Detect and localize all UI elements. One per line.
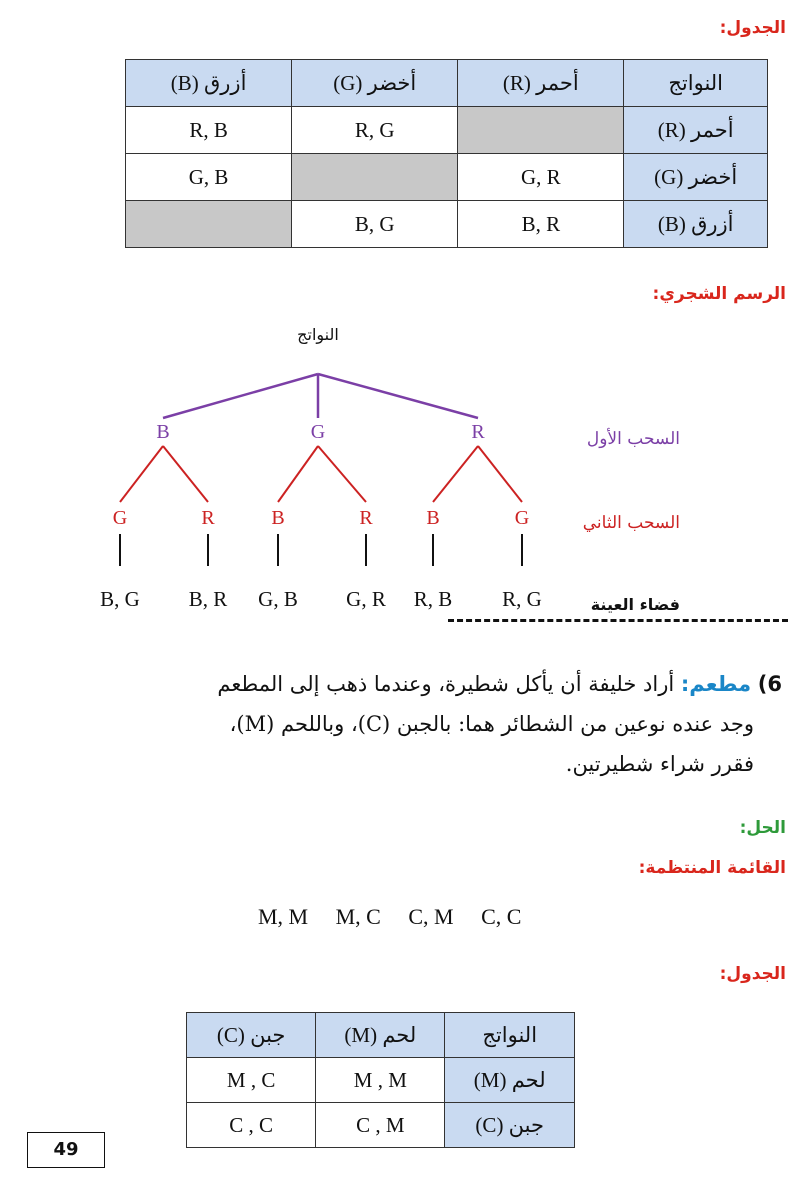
- table-heading: الجدول:: [719, 18, 786, 38]
- row-label: جبن (C): [444, 1102, 575, 1148]
- tree-outcome: G, B: [258, 587, 298, 611]
- table-row: أحمر (R) R, G R, B: [124, 106, 768, 154]
- tree-outcome: B, R: [189, 587, 228, 611]
- row-label: لحم (M): [444, 1057, 575, 1103]
- table-cell: M , M: [315, 1057, 446, 1103]
- list-item: M, M: [258, 904, 309, 929]
- empty-cell: [124, 200, 293, 248]
- tree-edge-level1: [162, 372, 319, 420]
- header-cell: أزرق (B): [124, 59, 293, 107]
- tree-edge-level2: [162, 445, 209, 503]
- problem-statement: 6) مطعم: أراد خليفة أن يأكل شطيرة، وعندم…: [22, 664, 782, 784]
- tree-node-level1: B: [156, 421, 169, 443]
- header-cell: لحم (M): [315, 1012, 446, 1058]
- tree-edge-level2: [119, 445, 164, 503]
- tree-outcome: B, G: [100, 587, 140, 611]
- empty-cell: [457, 106, 625, 154]
- tree-node-level2: B: [426, 507, 439, 529]
- table-cell: R, G: [291, 106, 459, 154]
- solution-heading: الحل:: [739, 818, 786, 838]
- ordered-list: M, M M, C C, M C, C: [258, 904, 543, 930]
- row-label: أحمر (R): [623, 106, 768, 154]
- table-cell: B, G: [291, 200, 459, 248]
- list-item: C, C: [481, 904, 522, 929]
- table-cell: G, B: [124, 153, 293, 201]
- table-cell: C , M: [315, 1102, 446, 1148]
- separator: [448, 619, 788, 622]
- tree-node-level1: G: [311, 421, 325, 443]
- tree-node-level2: G: [515, 507, 529, 529]
- table-header-row: النواتج لحم (M) جبن (C): [185, 1012, 575, 1058]
- header-cell: أحمر (R): [457, 59, 625, 107]
- table-row: لحم (M) M , M M , C: [185, 1057, 575, 1103]
- header-cell: النواتج: [623, 59, 768, 107]
- table-cell: B, R: [457, 200, 625, 248]
- tree-edge-level2: [317, 445, 367, 503]
- tree-outcome: R, B: [414, 587, 453, 611]
- solution-table-heading: الجدول:: [719, 964, 786, 984]
- tree-node-level2: R: [359, 507, 373, 529]
- sandwich-table: النواتج لحم (M) جبن (C) لحم (M) M , M M …: [185, 1012, 575, 1148]
- row-label: أخضر (G): [623, 153, 768, 201]
- tree-edge-level2: [477, 445, 523, 503]
- tree-edge-level1: [317, 372, 479, 420]
- tree-edge-level2: [432, 445, 479, 503]
- table-cell: R, B: [124, 106, 293, 154]
- outcomes-table: النواتج أحمر (R) أخضر (G) أزرق (B) أحمر …: [124, 59, 768, 248]
- table-row: أخضر (G) G, R G, B: [124, 153, 768, 201]
- header-cell: النواتج: [444, 1012, 575, 1058]
- header-cell: جبن (C): [185, 1012, 317, 1058]
- row-label: أزرق (B): [623, 200, 768, 248]
- problem-line-2: وجد عنده نوعين من الشطائر هما: بالجبن (C…: [229, 712, 754, 736]
- problem-line-1: 6) مطعم: أراد خليفة أن يأكل شطيرة، وعندم…: [22, 664, 782, 704]
- tree-outcome: G, R: [346, 587, 386, 611]
- tree-node-level2: B: [271, 507, 284, 529]
- table-cell: C , C: [185, 1102, 317, 1148]
- list-item: C, M: [408, 904, 454, 929]
- problem-title: مطعم:: [680, 672, 752, 696]
- level2-label: السحب الثاني: [583, 513, 680, 533]
- table-cell: G, R: [457, 153, 625, 201]
- table-row: أزرق (B) B, R B, G: [124, 200, 768, 248]
- tree-node-level2: R: [201, 507, 215, 529]
- page-number: 49: [27, 1132, 105, 1168]
- list-item: M, C: [335, 904, 381, 929]
- tree-root: النواتج: [297, 325, 339, 345]
- tree-outcome: R, G: [502, 587, 542, 611]
- tree-heading: الرسم الشجري:: [652, 284, 786, 304]
- problem-text: أراد خليفة أن يأكل شطيرة، وعندما ذهب إلى…: [217, 672, 675, 696]
- level1-label: السحب الأول: [587, 428, 680, 449]
- tree-node-level2: G: [113, 507, 127, 529]
- problem-number: 6): [757, 672, 782, 696]
- tree-edge-level2: [277, 445, 319, 503]
- table-cell: M , C: [185, 1057, 317, 1103]
- ordered-list-heading: القائمة المنتظمة:: [638, 858, 786, 878]
- problem-line-3: فقرر شراء شطيرتين.: [565, 752, 754, 776]
- header-cell: أخضر (G): [291, 59, 459, 107]
- table-header-row: النواتج أحمر (R) أخضر (G) أزرق (B): [124, 59, 768, 107]
- tree-node-level1: R: [471, 421, 485, 443]
- empty-cell: [291, 153, 459, 201]
- sample-space-label: فضاء العينة: [591, 595, 680, 614]
- tree-diagram: النواتج B G R G B, G R B, R B G, B R G, R B R, B G R, …: [100, 325, 680, 614]
- table-row: جبن (C) C , M C , C: [185, 1102, 575, 1148]
